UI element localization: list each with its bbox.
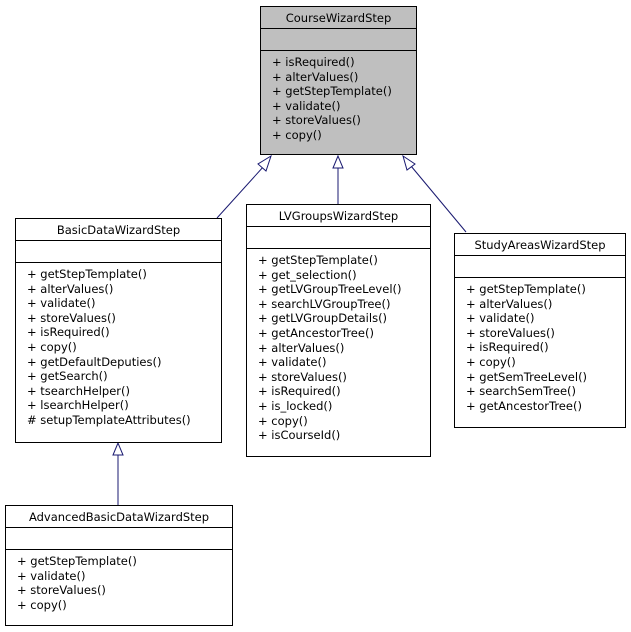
method-item: + getStepTemplate() [27, 267, 147, 281]
method-item: + validate() [17, 568, 86, 583]
class-name: LVGroupsWizardStep [278, 209, 399, 223]
method-item: + getDefaultDeputies() [27, 354, 162, 369]
method-item: + getLVGroupDetails() [258, 311, 388, 326]
class-box-lvgroups-wizard-step[interactable]: LVGroupsWizardStep + getStepTemplate()+ … [246, 204, 431, 457]
method-item: + isRequired() [258, 384, 341, 399]
method-item: + getSemTreeLevel() [466, 369, 588, 384]
method-item: + getStepTemplate() [272, 84, 392, 99]
method-item: + alterValues() [27, 281, 114, 296]
method-item: + getStepTemplate() [466, 282, 586, 296]
method-item: + copy() [27, 339, 77, 354]
attributes-section [6, 527, 232, 549]
method-item: + isRequired() [466, 340, 549, 355]
method-item: + searchLVGroupTree() [258, 296, 391, 311]
edge-study-to-course [410, 165, 467, 233]
class-name: StudyAreasWizardStep [474, 238, 606, 252]
method-item: + get_selection() [258, 267, 357, 282]
method-item: + isCourseId() [258, 428, 341, 443]
class-box-course-wizard-step[interactable]: CourseWizardStep + isRequired()+ alterVa… [260, 6, 417, 155]
method-item: + storeValues() [258, 369, 347, 384]
method-item: + isRequired() [272, 55, 355, 69]
arrowhead-advanced-to-basic [112, 441, 124, 456]
method-item: + validate() [466, 311, 535, 326]
attributes-section [261, 28, 416, 50]
method-item: + getStepTemplate() [258, 253, 378, 267]
method-item: + alterValues() [272, 69, 359, 84]
class-name: BasicDataWizardStep [56, 223, 181, 237]
methods-section: + isRequired()+ alterValues()+ getStepTe… [261, 50, 416, 145]
method-item: + alterValues() [258, 340, 345, 355]
method-item: + getAncestorTree() [258, 325, 374, 340]
method-item: + validate() [27, 296, 96, 311]
method-item: + isRequired() [27, 325, 110, 340]
method-item: + is_locked() [258, 398, 333, 413]
method-item: + copy() [17, 597, 67, 612]
method-item: # setupTemplateAttributes() [27, 412, 191, 427]
method-item: + storeValues() [466, 325, 555, 340]
methods-section: + getStepTemplate()+ get_selection()+ ge… [247, 248, 430, 445]
method-item: + storeValues() [27, 310, 116, 325]
method-item: + storeValues() [272, 113, 361, 128]
method-item: + validate() [272, 98, 341, 113]
methods-section: + getStepTemplate()+ validate()+ storeVa… [6, 549, 232, 614]
class-box-basic-data-wizard-step[interactable]: BasicDataWizardStep + getStepTemplate()+… [15, 218, 222, 443]
method-item: + copy() [258, 413, 308, 428]
method-item: + searchSemTree() [466, 384, 577, 399]
methods-section: + getStepTemplate()+ alterValues()+ vali… [16, 262, 221, 430]
method-item: + tsearchHelper() [27, 383, 130, 398]
attributes-section [455, 255, 625, 277]
attributes-section [16, 240, 221, 262]
method-item: + storeValues() [17, 583, 106, 598]
class-name: AdvancedBasicDataWizardStep [28, 510, 210, 524]
method-item: + getLVGroupTreeLevel() [258, 282, 402, 297]
method-item: + copy() [272, 127, 322, 142]
class-name: CourseWizardStep [285, 11, 392, 25]
method-item: + lsearchHelper() [27, 398, 129, 413]
method-item: + getStepTemplate() [17, 554, 137, 568]
arrowhead-lvgroups-to-course [332, 154, 344, 169]
method-item: + validate() [258, 355, 327, 370]
edge-basic-to-course [216, 165, 265, 219]
method-item: + getAncestorTree() [466, 398, 582, 413]
method-item: + copy() [466, 354, 516, 369]
methods-section: + getStepTemplate()+ alterValues()+ vali… [455, 277, 625, 415]
method-item: + alterValues() [466, 296, 553, 311]
attributes-section [247, 226, 430, 248]
method-item: + getSearch() [27, 369, 108, 384]
arrowhead-study-to-course [402, 154, 416, 171]
arrowhead-basic-to-course [257, 154, 272, 172]
class-box-study-areas-wizard-step[interactable]: StudyAreasWizardStep + getStepTemplate()… [454, 233, 626, 428]
class-box-advanced-basic-data-wizard-step[interactable]: AdvancedBasicDataWizardStep + getStepTem… [5, 505, 233, 626]
